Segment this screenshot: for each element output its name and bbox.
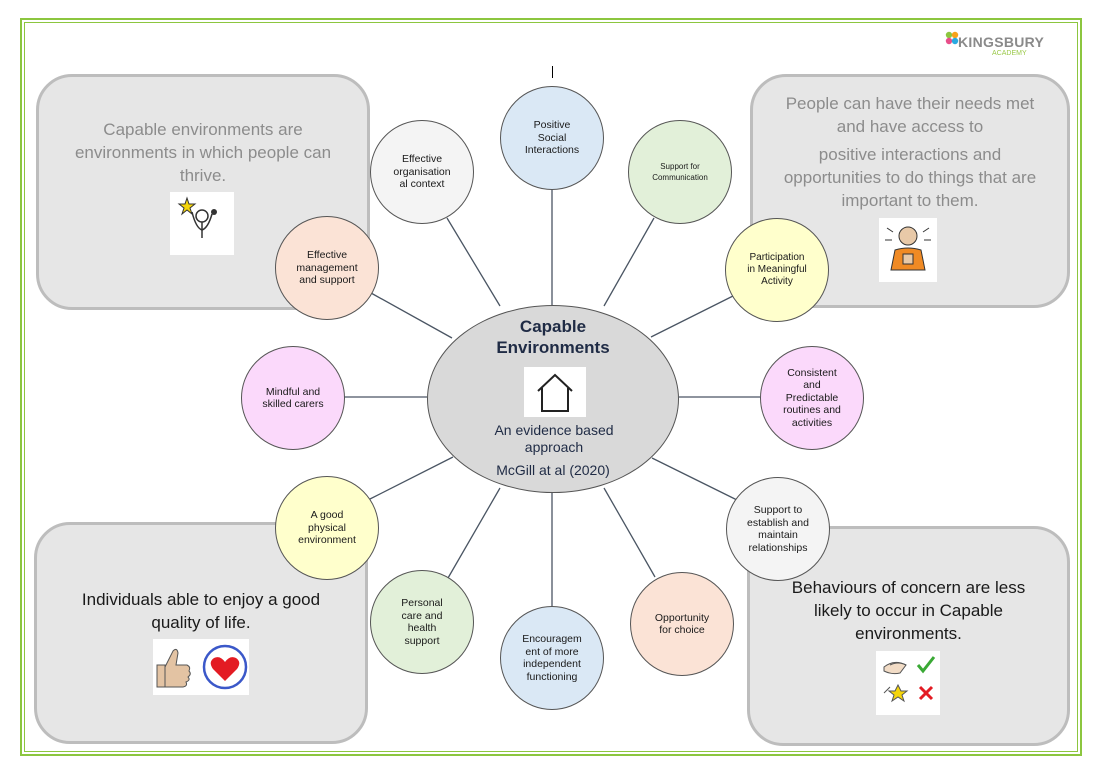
logo-sub: ACADEMY: [992, 50, 1027, 57]
handshake-check-cross-icon: [876, 651, 940, 715]
center-citation: McGill at al (2020): [496, 462, 610, 478]
center-subtitle: An evidence based approach: [494, 422, 614, 455]
corner-text-top-left: Capable environments are environments in…: [74, 120, 332, 185]
outer-frame: [20, 18, 1082, 756]
thumbs-up-icon: [156, 648, 191, 688]
quality-of-life-icons: [153, 639, 249, 695]
center-title: Capable Environments: [496, 317, 610, 357]
person-thumbs-up-icon: [879, 218, 937, 282]
center-capable-environments: Capable Environments An evidence based a…: [427, 305, 679, 493]
corner-text-top-right: People can have their needs met and have…: [783, 94, 1037, 210]
inner-frame: [24, 22, 1078, 752]
corner-text-bottom-left: Individuals able to enjoy a good quality…: [81, 590, 321, 632]
house-icon: [524, 367, 586, 417]
corner-text-bottom-right: Behaviours of concern are less likely to…: [791, 578, 1026, 643]
heart-icon: [202, 644, 248, 690]
logo-petals-icon: [945, 31, 959, 45]
text-cursor: [552, 66, 553, 78]
logo-name: KINGSBURY: [958, 34, 1045, 50]
celebrating-person-icon: [170, 192, 234, 255]
